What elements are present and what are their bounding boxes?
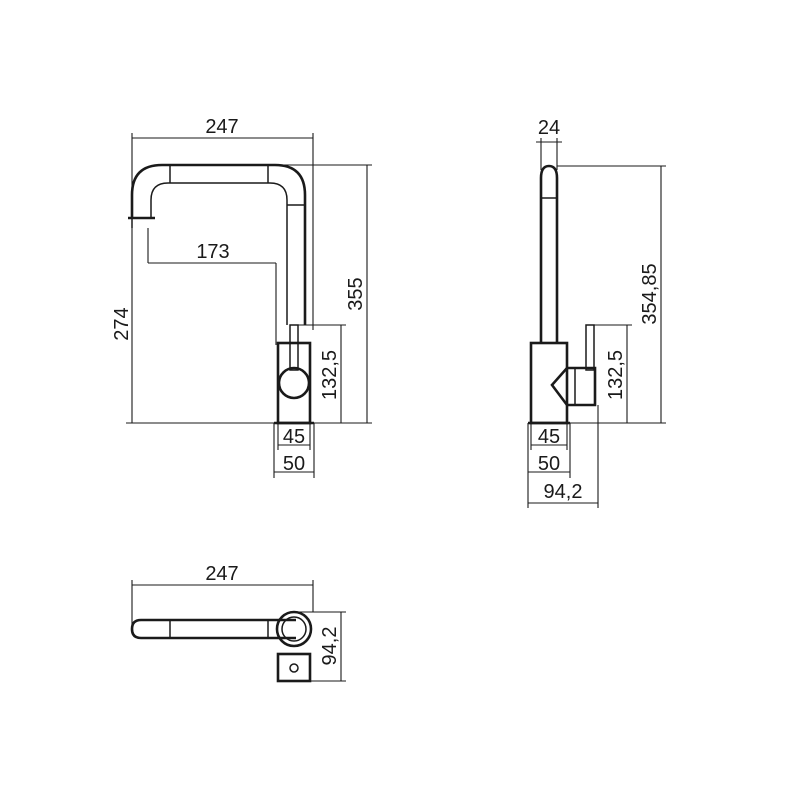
dim-side-handle-height-label: 132,5 xyxy=(605,350,627,400)
dim-side-total-height: 354,85 xyxy=(557,165,666,424)
dim-side-handle-height: 132,5 xyxy=(594,324,632,423)
front-faucet-outline xyxy=(128,163,314,425)
dim-front-reach: 173 xyxy=(147,228,277,345)
dim-front-base-label: 50 xyxy=(283,453,305,475)
top-view: 247 94,2 xyxy=(130,563,346,683)
top-faucet-outline xyxy=(130,610,313,683)
dim-side-spout-label: 24 xyxy=(538,117,560,139)
dim-front-total-height-label: 355 xyxy=(345,277,367,310)
dim-side-spout: 24 xyxy=(536,117,562,170)
side-view: 24 354,85 132,5 45 50 xyxy=(527,117,666,508)
front-view: 247 173 274 355 132,5 xyxy=(111,116,372,478)
dim-top-depth-label: 94,2 xyxy=(319,627,341,666)
dim-front-body-label: 45 xyxy=(283,426,305,448)
dim-top-depth: 94,2 xyxy=(294,611,346,682)
dim-side-total-height-label: 354,85 xyxy=(639,263,661,324)
dim-top-width: 247 xyxy=(131,563,314,625)
dim-front-width: 247 xyxy=(131,116,314,330)
dim-top-width-label: 247 xyxy=(205,563,238,585)
dim-front-width-label: 247 xyxy=(205,116,238,138)
dim-front-reach-label: 173 xyxy=(196,241,229,263)
dim-side-body: 45 xyxy=(530,423,568,450)
dim-front-base: 50 xyxy=(273,423,315,478)
dim-front-handle-height-label: 132,5 xyxy=(319,350,341,400)
dim-side-depth-label: 94,2 xyxy=(544,481,583,503)
dim-side-depth: 94,2 xyxy=(528,405,599,508)
dim-front-spout-height-label: 274 xyxy=(111,307,133,340)
dim-front-spout-height: 274 xyxy=(111,228,372,424)
dim-side-base: 50 xyxy=(527,423,571,508)
dim-front-handle-height: 132,5 xyxy=(298,324,346,423)
side-faucet-outline xyxy=(528,164,597,425)
dim-side-base-label: 50 xyxy=(538,453,560,475)
dim-side-body-label: 45 xyxy=(538,426,560,448)
dim-front-body: 45 xyxy=(277,423,311,450)
dim-front-total-height: 355 xyxy=(275,164,372,423)
